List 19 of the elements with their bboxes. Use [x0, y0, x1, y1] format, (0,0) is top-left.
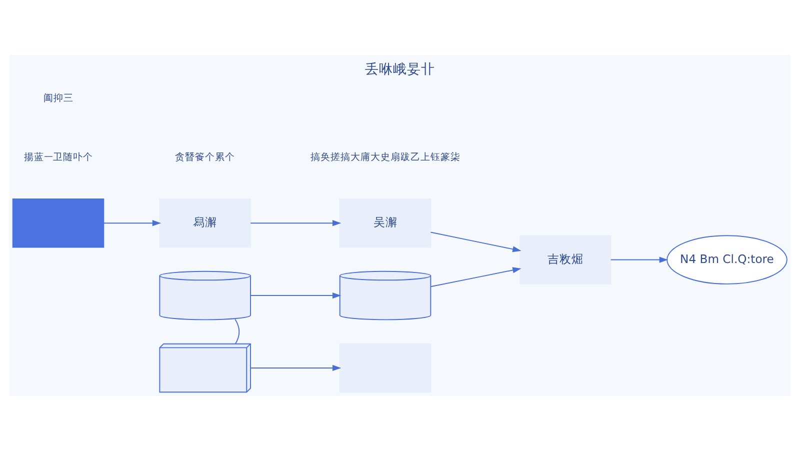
- diagram-title: 丢咻峨妟卝: [365, 61, 436, 78]
- arrow: [103, 220, 162, 226]
- arrow: [250, 220, 342, 226]
- label: 贪朁篒个累个: [175, 151, 236, 162]
- arrow: [430, 231, 522, 252]
- node-box: [12, 198, 104, 248]
- connector: [234, 318, 240, 344]
- node-ellipse: N4 Bm Cl.Q:tore: [666, 234, 788, 284]
- arrow: [430, 266, 522, 287]
- label: 搞奂搓搞大庯大史扇跋乙上钰篆柒: [310, 151, 460, 162]
- label: 揚蓝ᅳ卫随卟个: [24, 151, 93, 162]
- node-box: 舄澥: [159, 198, 251, 248]
- label: 阖抑三: [43, 92, 74, 104]
- node-box: [339, 342, 432, 392]
- node-box: 吴澥: [339, 198, 432, 248]
- node-box: 吉敉煀: [520, 234, 612, 284]
- arrow: [250, 364, 342, 371]
- arrow: [610, 256, 668, 262]
- arrow: [250, 292, 342, 298]
